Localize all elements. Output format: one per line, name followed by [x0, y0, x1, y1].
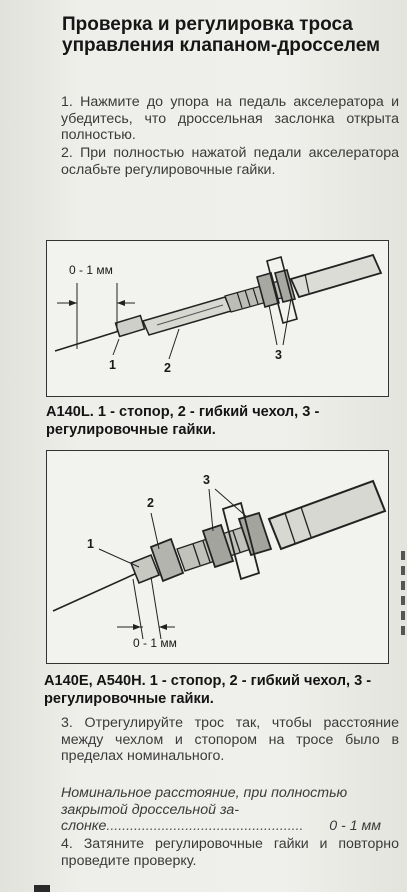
- nominal-distance-row: слонке .................................…: [61, 818, 381, 834]
- figure-1-model: A140L.: [46, 404, 94, 420]
- label-3: 3: [203, 473, 210, 487]
- dim-line-left: [132, 578, 144, 640]
- figure-2-caption: A140E, A540H. 1 - стопор, 2 - гибкий чех…: [44, 672, 389, 708]
- nominal-condition-end: слонке: [61, 818, 107, 834]
- section-title: Проверка и регулировка троса управления …: [62, 14, 381, 56]
- adjust-nut-1: [201, 523, 235, 569]
- figure-a140l: 0 - 1 мм 1 2 3: [46, 240, 389, 397]
- leader-dots: ........................................…: [106, 818, 304, 834]
- figure-a140l-drawing: 0 - 1 мм 1 2 3: [54, 253, 383, 375]
- pedal-tube: [267, 479, 387, 551]
- sheath-stripe: [156, 304, 224, 326]
- bracket-shape: [221, 501, 261, 581]
- page-edge-marks: [397, 545, 407, 675]
- figure-a140e-drawing: 0 - 1 мм 1 2 3: [52, 473, 387, 650]
- step-3-text: 3. Отрегулируйте трос так, чтобы расстоя…: [61, 715, 399, 764]
- label-2: 2: [164, 361, 171, 375]
- pedal-tube: [289, 253, 383, 299]
- figure-1-caption: A140L. 1 - стопор, 2 - гибкий чехол, 3 -…: [46, 403, 396, 439]
- figure-2-caption-text: 1 - стопор, 2 - гибкий чехол, 3 - регули…: [44, 673, 372, 707]
- label-2: 2: [147, 496, 154, 510]
- label-3: 3: [275, 348, 282, 362]
- cable-line: [52, 572, 138, 612]
- step-4-text: 4. Затяните регулировочные гайки и повто…: [61, 836, 399, 869]
- next-page-letter-fragment: [34, 885, 50, 892]
- adjust-nut-1: [256, 272, 280, 308]
- stopper-shape: [129, 553, 161, 585]
- dim-label-1: 0 - 1 мм: [69, 263, 113, 277]
- figure-a140e: 0 - 1 мм 1 2 3: [46, 450, 389, 664]
- step-1-text: 1. Нажмите до упора на педаль акселерато…: [61, 94, 399, 143]
- bracket-shape: [266, 256, 298, 324]
- cable-line: [54, 330, 120, 352]
- label-1: 1: [87, 537, 94, 551]
- step-2-text: 2. При полностью нажатой педали акселера…: [61, 145, 399, 178]
- stopper-shape: [114, 314, 146, 338]
- dim-line-right: [150, 576, 162, 640]
- label-1: 1: [109, 358, 116, 372]
- figure-1-caption-text: 1 - стопор, 2 - гибкий чехол, 3 - регули…: [46, 404, 320, 438]
- nominal-value: 0 - 1 мм: [329, 818, 381, 834]
- nominal-distance-note: Номинальное расстояние, при полностью за…: [61, 785, 348, 818]
- sheath-end-nut: [149, 537, 185, 583]
- figure-2-model: A140E, A540H.: [44, 673, 146, 689]
- dim-label-2: 0 - 1 мм: [133, 636, 177, 650]
